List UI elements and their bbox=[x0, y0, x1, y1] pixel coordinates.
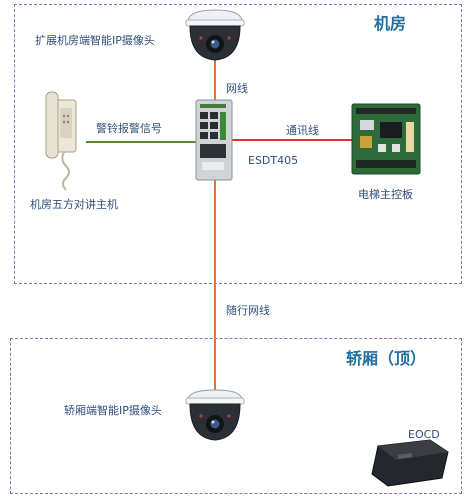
eocd-icon bbox=[371, 439, 449, 487]
machine-room-zone bbox=[14, 4, 462, 284]
gateway-label: ESDT405 bbox=[248, 154, 299, 167]
eocd-label: EOCD bbox=[408, 428, 440, 441]
main-board-icon bbox=[351, 103, 421, 175]
alarm-signal-label: 警铃报警信号 bbox=[96, 122, 162, 135]
machine-room-title: 机房 bbox=[374, 14, 407, 33]
intercom-icon bbox=[45, 91, 77, 191]
intercom-label: 机房五方对讲主机 bbox=[30, 198, 118, 211]
gateway-icon bbox=[195, 99, 233, 181]
traveling-cable-label: 随行网线 bbox=[226, 304, 270, 317]
car-camera-label: 轿厢端智能IP摄像头 bbox=[64, 404, 162, 417]
car-title: 轿厢（顶） bbox=[346, 349, 427, 368]
room-camera-label: 扩展机房端智能IP摄像头 bbox=[35, 34, 155, 47]
network-label: 网线 bbox=[226, 82, 248, 95]
car-camera-icon bbox=[185, 389, 245, 441]
car-zone bbox=[10, 338, 462, 494]
comm-label: 通讯线 bbox=[286, 124, 319, 137]
main-board-label: 电梯主控板 bbox=[358, 188, 413, 201]
room-camera-icon bbox=[185, 9, 245, 61]
